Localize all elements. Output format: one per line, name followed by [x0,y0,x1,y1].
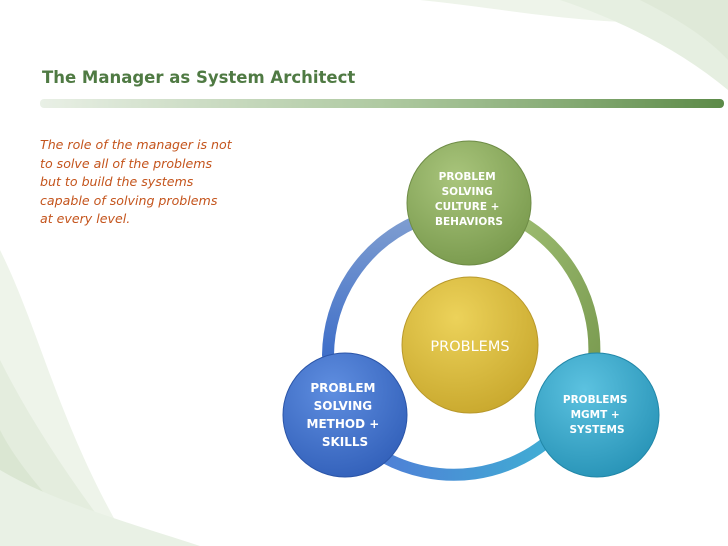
left-label-line: METHOD + [307,417,380,431]
right-circle [534,352,660,478]
left-label-line: SKILLS [322,435,368,449]
left-label-line: SOLVING [314,399,372,413]
right-label-line: PROBLEMS [563,394,628,406]
title-underline [40,99,724,108]
body-line: to solve all of the problems [40,155,213,171]
right-label-line: SYSTEMS [569,424,624,436]
ring-arc-bottom [374,424,566,481]
top-label-line: PROBLEM [439,171,496,183]
top-label: PROBLEM SOLVING CULTURE + BEHAVIORS [435,171,503,228]
left-label: PROBLEM SOLVING METHOD + SKILLS [307,381,384,449]
body-line: at every level. [40,211,131,226]
ring-arc-top-right [512,214,601,366]
body-line: but to build the systems [40,174,194,189]
body-text: The role of the manager is not to solve … [40,136,280,229]
ring-arc-left [322,216,421,361]
right-label: PROBLEMS MGMT + SYSTEMS [563,394,631,436]
right-label-line: MGMT + [571,409,620,421]
top-label-line: CULTURE + [435,201,500,213]
top-circle [406,140,532,266]
center-label: PROBLEMS [430,339,509,355]
left-label-line: PROBLEM [310,381,375,395]
left-circle [282,352,408,478]
slide-title: The Manager as System Architect [42,68,356,87]
body-line: The role of the manager is not [40,137,232,152]
top-label-line: BEHAVIORS [435,216,503,228]
body-line: capable of solving problems [40,192,218,208]
top-label-line: SOLVING [442,186,493,198]
center-circle [401,276,539,414]
